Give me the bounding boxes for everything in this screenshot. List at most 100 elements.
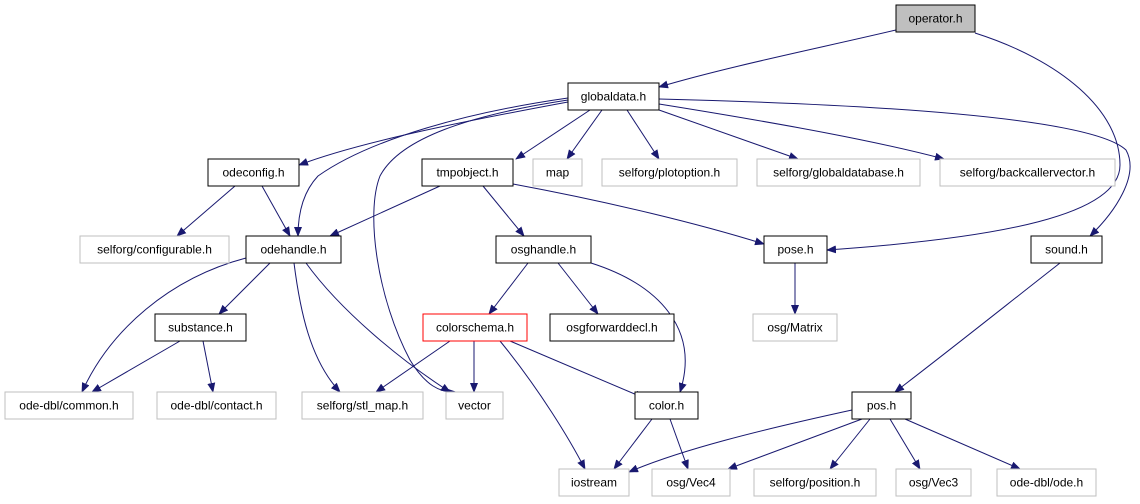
edge-pos-to-osgvec4: [727, 418, 863, 470]
node-box-backcaller: [939, 158, 1116, 187]
edge-globaldata-to-odehandle: [294, 97, 569, 237]
node-box-odeh: [996, 468, 1097, 497]
node-label-globaldata: globaldata.h: [581, 90, 646, 104]
node-box-tmpobject: [421, 158, 514, 187]
edge-tmpobject-to-odehandle: [329, 185, 441, 237]
edge-operator-to-pose: [826, 32, 1121, 254]
node-osgforward[interactable]: osgforwarddecl.h: [549, 313, 675, 342]
edge-sound-to-pos: [894, 262, 1061, 393]
edge-tmpobject-to-osghandle: [482, 185, 525, 237]
edge-pos-to-iostream: [628, 409, 853, 473]
edge-odehandle-to-vector: [305, 262, 451, 393]
edge-globaldata-to-sound: [658, 98, 1131, 237]
node-label-color: color.h: [649, 399, 684, 413]
node-label-sound: sound.h: [1045, 243, 1088, 257]
node-label-backcaller: selforg/backcallervector.h: [960, 166, 1095, 180]
node-label-configurable: selforg/configurable.h: [97, 243, 212, 257]
node-globaldata[interactable]: globaldata.h: [567, 82, 660, 111]
node-box-pos: [851, 391, 912, 420]
node-osgmatrix: osg/Matrix: [752, 313, 838, 342]
edge-globaldata-to-tmpobject: [515, 109, 591, 160]
node-tmpobject[interactable]: tmpobject.h: [421, 158, 514, 187]
node-box-globaldatabase: [756, 158, 921, 187]
edge-globaldata-to-vector: [373, 99, 569, 397]
node-box-odehandle: [245, 235, 342, 264]
node-box-map: [532, 158, 583, 187]
node-label-plotoption: selforg/plotoption.h: [619, 166, 720, 180]
node-backcaller: selforg/backcallervector.h: [939, 158, 1116, 187]
node-odeh: ode-dbl/ode.h: [996, 468, 1097, 497]
node-substance[interactable]: substance.h: [154, 313, 247, 342]
edges-layer: [81, 29, 1131, 473]
node-label-stlmap: selforg/stl_map.h: [317, 399, 408, 413]
node-box-odeconfig: [207, 158, 300, 187]
edge-substance-to-odecontact: [202, 340, 216, 393]
node-label-pose: pose.h: [777, 243, 813, 257]
node-box-osgvec4: [651, 468, 731, 497]
edge-pos-to-osgvec3: [889, 418, 921, 470]
node-box-osgmatrix: [752, 313, 838, 342]
edge-odehandle-to-stlmap: [293, 262, 341, 393]
edge-osghandle-to-osgforward: [557, 262, 599, 315]
node-box-stlmap: [301, 391, 424, 420]
node-label-osgvec4: osg/Vec4: [666, 476, 716, 490]
node-box-odecommon: [4, 391, 134, 420]
node-plotoption: selforg/plotoption.h: [601, 158, 738, 187]
node-label-operator: operator.h: [908, 12, 962, 26]
edge-color-to-iostream: [613, 418, 653, 470]
node-label-iostream: iostream: [571, 476, 617, 490]
edge-globaldata-to-map: [566, 109, 603, 160]
node-box-odecontact: [156, 391, 277, 420]
node-odehandle[interactable]: odehandle.h: [245, 235, 342, 264]
node-pos[interactable]: pos.h: [851, 391, 912, 420]
node-label-odehandle: odehandle.h: [260, 243, 326, 257]
node-color[interactable]: color.h: [634, 391, 699, 420]
node-osghandle[interactable]: osghandle.h: [495, 235, 592, 264]
node-operator: operator.h: [895, 4, 976, 33]
node-box-osgvec3: [895, 468, 972, 497]
node-label-tmpobject: tmpobject.h: [436, 166, 498, 180]
node-label-globaldatabase: selforg/globaldatabase.h: [773, 166, 904, 180]
node-odeconfig[interactable]: odeconfig.h: [207, 158, 300, 187]
node-vector: vector: [445, 391, 504, 420]
node-sound[interactable]: sound.h: [1030, 235, 1103, 264]
node-label-osgforward: osgforwarddecl.h: [566, 321, 657, 335]
node-box-iostream: [558, 468, 630, 497]
node-box-sound: [1030, 235, 1103, 264]
node-box-pose: [763, 235, 828, 264]
node-pose[interactable]: pose.h: [763, 235, 828, 264]
node-configurable: selforg/configurable.h: [79, 235, 230, 264]
node-map: map: [532, 158, 583, 187]
node-box-operator: [895, 4, 976, 33]
edge-tmpobject-to-pose: [512, 183, 765, 246]
node-label-odeconfig: odeconfig.h: [222, 166, 284, 180]
node-label-osgmatrix: osg/Matrix: [767, 321, 822, 335]
edge-odehandle-to-substance: [218, 262, 271, 315]
node-box-position: [753, 468, 877, 497]
edge-color-to-osgvec4: [669, 418, 689, 470]
edge-colorschema-to-iostream: [499, 340, 586, 470]
node-box-globaldata: [567, 82, 660, 111]
node-iostream: iostream: [558, 468, 630, 497]
node-label-position: selforg/position.h: [770, 476, 861, 490]
node-stlmap: selforg/stl_map.h: [301, 391, 424, 420]
node-box-colorschema: [422, 313, 528, 342]
node-globaldatabase: selforg/globaldatabase.h: [756, 158, 921, 187]
edge-globaldata-to-odeconfig: [298, 101, 569, 166]
node-position: selforg/position.h: [753, 468, 877, 497]
node-colorschema[interactable]: colorschema.h: [422, 313, 528, 342]
edge-colorschema-to-stlmap: [375, 340, 451, 393]
edge-osghandle-to-colorschema: [488, 262, 529, 315]
edge-pos-to-odeh: [904, 418, 1021, 470]
node-label-vector: vector: [458, 399, 491, 413]
edge-colorschema-to-color: [509, 340, 645, 399]
node-label-osghandle: osghandle.h: [511, 243, 576, 257]
edge-globaldata-to-backcaller: [658, 103, 945, 161]
node-label-osgvec3: osg/Vec3: [909, 476, 959, 490]
edge-globaldata-to-plotoption: [626, 109, 660, 160]
edge-operator-to-globaldata: [658, 29, 897, 89]
edge-odeconfig-to-odehandle: [261, 185, 291, 237]
edge-substance-to-odecommon: [91, 340, 181, 393]
node-osgvec4: osg/Vec4: [651, 468, 731, 497]
node-box-color: [634, 391, 699, 420]
